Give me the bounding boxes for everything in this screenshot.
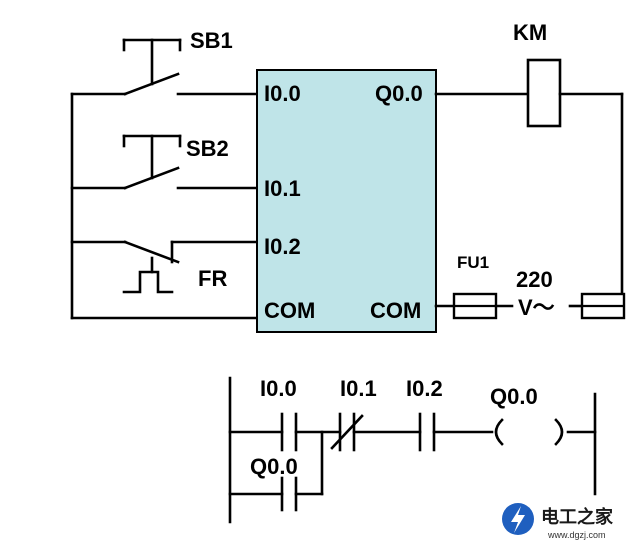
fr-contact: FR (70, 240, 259, 294)
plc-input-com: COM (264, 298, 315, 323)
km-label: KM (513, 20, 547, 45)
fuse-label: FU1 (457, 253, 489, 272)
sb2-label: SB2 (186, 136, 229, 161)
watermark: 电工之家 www.dgzj.com (502, 503, 614, 540)
plc-input-i0-0: I0.0 (264, 81, 301, 106)
contact-i0-1-slash (330, 414, 364, 450)
sb1-switch: SB1 (70, 28, 259, 96)
fr-label: FR (198, 266, 227, 291)
ladder-label-i0-0: I0.0 (260, 376, 297, 401)
ladder-label-hold: Q0.0 (250, 454, 298, 479)
sb2-switch: SB2 (70, 134, 259, 190)
plc-output-com: COM (370, 298, 421, 323)
ladder-label-coil: Q0.0 (490, 384, 538, 409)
supply-unit: V～ (518, 295, 555, 320)
plc-input-i0-1: I0.1 (264, 176, 301, 201)
output-circuit: KM FU1 220 V～ (434, 20, 626, 320)
watermark-url: www.dgzj.com (547, 530, 606, 540)
plc-output-q0-0: Q0.0 (375, 81, 423, 106)
km-coil (526, 58, 562, 128)
plc-module: I0.0 I0.1 I0.2 COM Q0.0 COM (256, 69, 437, 333)
watermark-name: 电工之家 (541, 506, 614, 528)
ladder-label-i0-2: I0.2 (406, 376, 443, 401)
supply-voltage: 220 (516, 267, 553, 292)
plc-input-i0-2: I0.2 (264, 234, 301, 259)
coil-left-arc (494, 418, 504, 446)
ladder-diagram: I0.0 I0.1 I0.2 Q0.0 Q0.0 (228, 376, 597, 524)
coil-right-arc (554, 418, 564, 446)
ladder-label-i0-1: I0.1 (340, 376, 377, 401)
sb1-label: SB1 (190, 28, 233, 53)
